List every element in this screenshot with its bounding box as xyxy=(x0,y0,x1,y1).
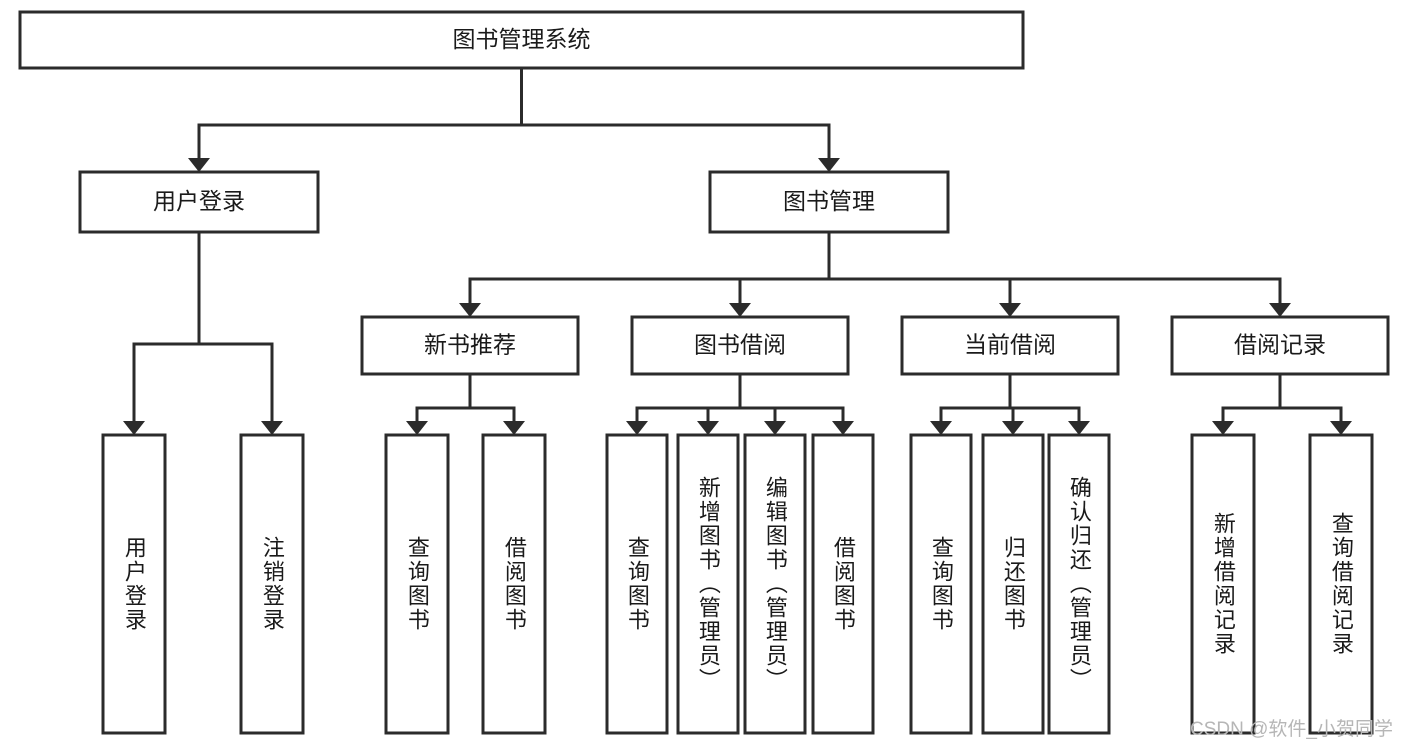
node-box-leaf-logout[interactable] xyxy=(239,433,305,735)
node-box-leaf-cb-confirm[interactable] xyxy=(1047,433,1111,735)
node-leaf-cb-return[interactable] xyxy=(981,433,1045,735)
node-root[interactable]: 图书管理系统 xyxy=(18,10,1025,70)
node-box-book-borrow[interactable] xyxy=(630,315,850,376)
node-leaf-bb-query[interactable] xyxy=(605,433,669,735)
node-box-leaf-bb-edit[interactable] xyxy=(743,433,807,735)
node-box-leaf-user-login[interactable] xyxy=(101,433,167,735)
node-label-root: 图书管理系统 xyxy=(453,26,591,52)
node-label-book-manage: 图书管理 xyxy=(783,188,875,214)
node-box-leaf-bb-add[interactable] xyxy=(676,433,740,735)
node-leaf-bb-borrow[interactable] xyxy=(811,433,875,735)
edge-group-book-borrow xyxy=(626,372,854,435)
node-label-book-borrow: 图书借阅 xyxy=(694,332,786,358)
edge-group-borrow-record xyxy=(1212,372,1352,435)
edge-group-book-manage xyxy=(459,230,1291,317)
node-leaf-br-query[interactable] xyxy=(1308,433,1374,735)
node-book-manage[interactable]: 图书管理 xyxy=(708,170,950,234)
node-box-leaf-br-query[interactable] xyxy=(1308,433,1374,735)
node-leaf-logout[interactable] xyxy=(239,433,305,735)
node-box-current-borrow[interactable] xyxy=(900,315,1120,376)
node-leaf-bb-edit[interactable] xyxy=(743,433,807,735)
edge-group-root xyxy=(188,66,840,172)
node-label-new-book-rec: 新书推荐 xyxy=(424,332,516,358)
node-box-borrow-record[interactable] xyxy=(1170,315,1390,376)
node-box-leaf-rec-query[interactable] xyxy=(384,433,450,735)
node-leaf-rec-query[interactable] xyxy=(384,433,450,735)
node-leaf-cb-query[interactable] xyxy=(909,433,973,735)
node-box-leaf-rec-borrow[interactable] xyxy=(481,433,547,735)
node-new-book-rec[interactable]: 新书推荐 xyxy=(360,315,580,376)
node-label-borrow-record: 借阅记录 xyxy=(1234,332,1326,358)
watermark-text: CSDN @软件_小贺同学 xyxy=(1190,719,1393,740)
edge-group-new-book-rec xyxy=(406,372,525,435)
node-box-leaf-cb-return[interactable] xyxy=(981,433,1045,735)
edge-layer xyxy=(123,66,1352,435)
node-leaf-cb-confirm[interactable] xyxy=(1047,433,1111,735)
node-label-user-login: 用户登录 xyxy=(153,188,245,214)
node-book-borrow[interactable]: 图书借阅 xyxy=(630,315,850,376)
node-leaf-user-login[interactable] xyxy=(101,433,167,735)
node-borrow-record[interactable]: 借阅记录 xyxy=(1170,315,1390,376)
node-leaf-bb-add[interactable] xyxy=(676,433,740,735)
node-box-user-login[interactable] xyxy=(78,170,320,234)
node-user-login[interactable]: 用户登录 xyxy=(78,170,320,234)
node-box-leaf-cb-query[interactable] xyxy=(909,433,973,735)
edge-group-current-borrow xyxy=(930,372,1090,435)
node-box-new-book-rec[interactable] xyxy=(360,315,580,376)
node-label-current-borrow: 当前借阅 xyxy=(964,332,1056,358)
node-box-root[interactable] xyxy=(18,10,1025,70)
edge-group-user-login xyxy=(123,230,283,435)
node-leaf-br-add[interactable] xyxy=(1190,433,1256,735)
node-box-leaf-bb-borrow[interactable] xyxy=(811,433,875,735)
node-box-leaf-bb-query[interactable] xyxy=(605,433,669,735)
node-box-leaf-br-add[interactable] xyxy=(1190,433,1256,735)
node-box-book-manage[interactable] xyxy=(708,170,950,234)
node-leaf-rec-borrow[interactable] xyxy=(481,433,547,735)
node-current-borrow[interactable]: 当前借阅 xyxy=(900,315,1120,376)
